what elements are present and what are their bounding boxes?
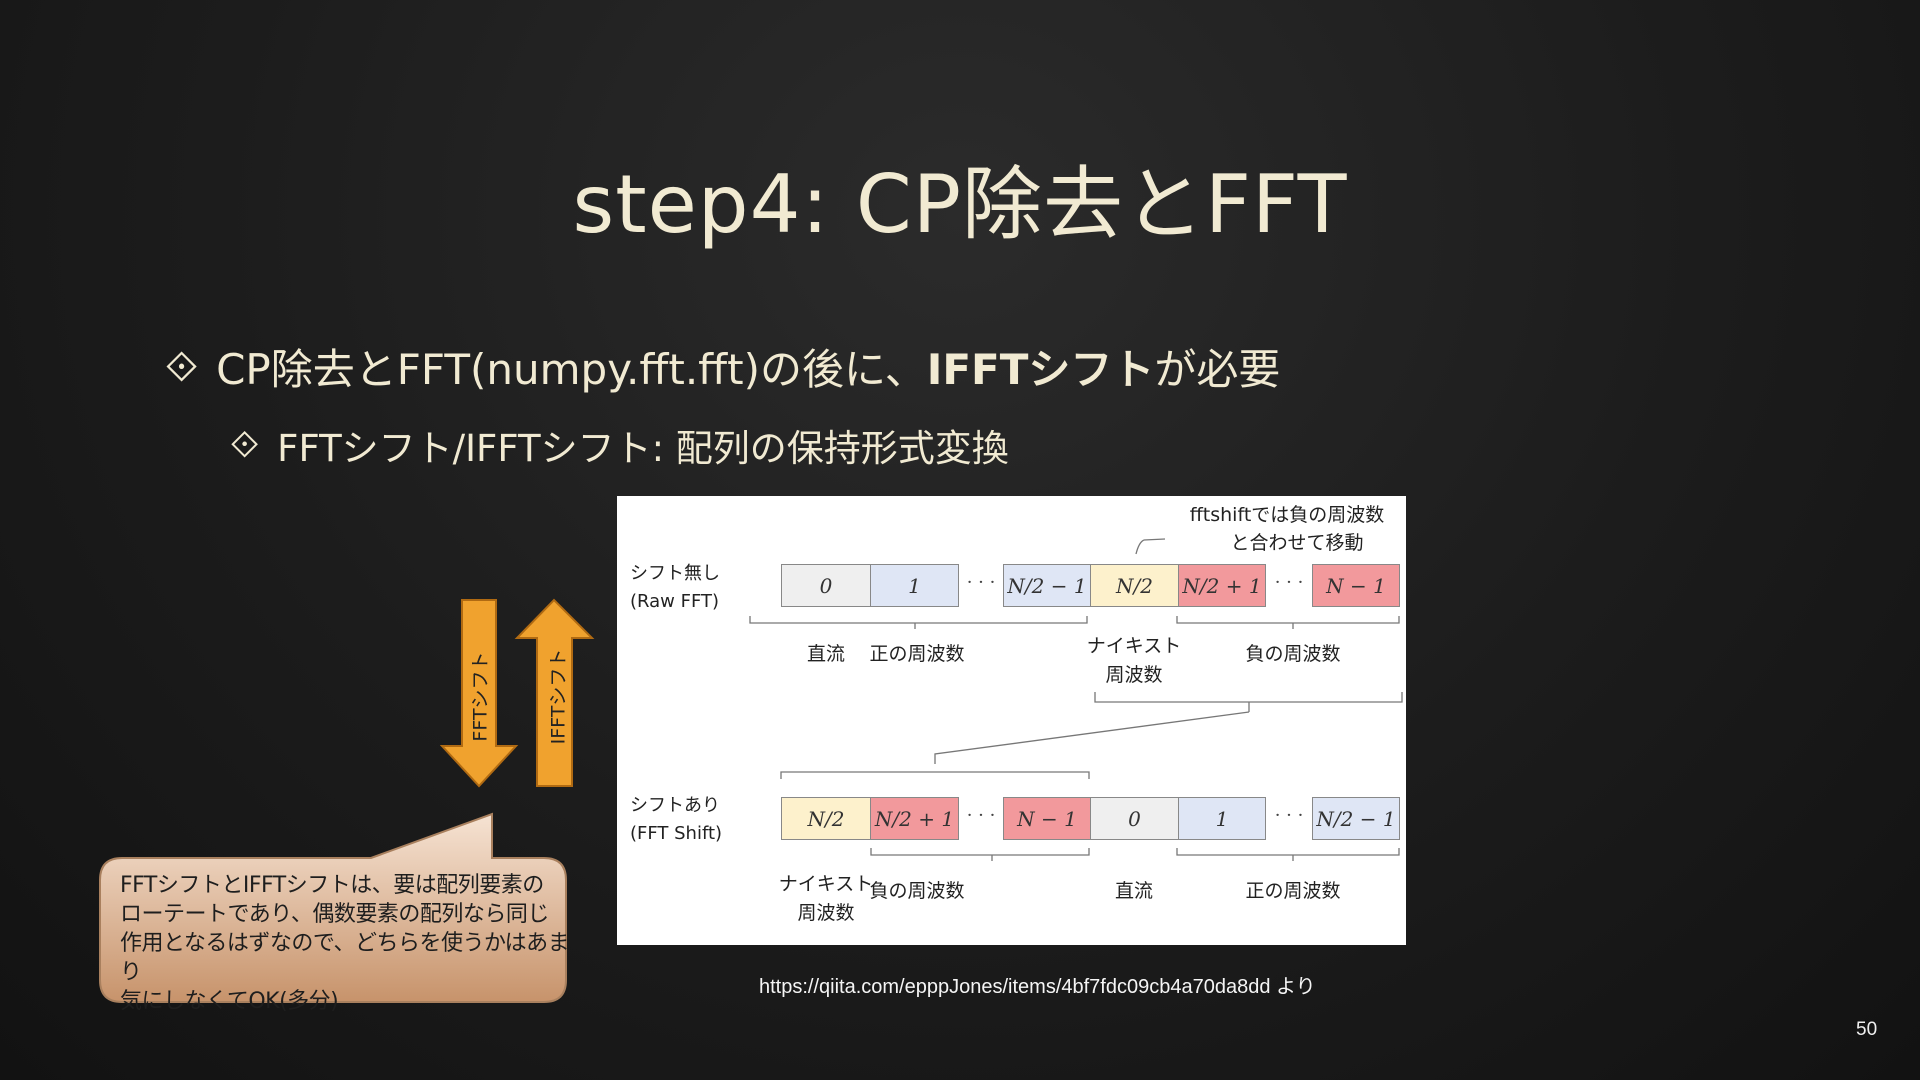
raw-group-dc: 直流 <box>806 643 845 665</box>
bullet-main-prefix: CP除去とFFT(numpy.fft.fft)の後に、 <box>216 345 927 394</box>
shifted-group-negative: 負の周波数 <box>869 880 965 902</box>
callout-line: 気にしなくてOK(多分) <box>120 989 339 1014</box>
raw-group-positive: 正の周波数 <box>869 643 965 665</box>
shifted-group-nyquist: ナイキスト 周波数 <box>776 870 876 928</box>
callout-line: FFTシフトとIFFTシフトは、要は配列要素の <box>120 873 544 898</box>
shifted-row-label-line2: (FFT Shift) <box>630 823 723 844</box>
raw-group-negative: 負の周波数 <box>1245 643 1341 665</box>
ifft-shift-arrow-up-icon <box>514 598 595 787</box>
shifted-group-dc: 直流 <box>1114 880 1153 902</box>
shifted-group-nyquist-line2: 周波数 <box>797 902 855 924</box>
raw-cell-dc: 0 <box>781 564 871 607</box>
shifted-cell-nyquist: N/2 <box>781 797 871 840</box>
raw-ellipsis-negative: · · · <box>1274 572 1304 593</box>
raw-cell-negative-first: N/2 + 1 <box>1178 564 1266 607</box>
raw-group-nyquist: ナイキスト 周波数 <box>1084 632 1184 690</box>
ifft-shift-label: IFFTシフト <box>547 648 570 745</box>
callout-bubble <box>99 812 567 1003</box>
raw-row-label-line2: (Raw FFT) <box>630 591 720 612</box>
shifted-row-label-line1: シフトあり <box>630 795 720 816</box>
slide-title: step4: CP除去とFFT <box>572 158 1348 251</box>
bullet-main-suffix: が必要 <box>1154 345 1281 394</box>
raw-ellipsis-positive: · · · <box>966 572 996 593</box>
callout-line: ローテートであり、偶数要素の配列なら同じ <box>120 902 549 927</box>
raw-cell-nyquist: N/2 <box>1090 564 1179 607</box>
bullet-main: ⟐ CP除去とFFT(numpy.fft.fft)の後に、IFFTシフトが必要 <box>165 336 1280 397</box>
diamond-bullet-icon: ⟐ <box>230 423 260 466</box>
shifted-cell-dc: 0 <box>1090 797 1179 840</box>
shifted-ellipsis-positive: · · · <box>1274 805 1304 826</box>
raw-group-nyquist-line2: 周波数 <box>1105 664 1163 686</box>
shifted-group-positive: 正の周波数 <box>1245 880 1341 902</box>
shifted-cell-positive-last: N/2 − 1 <box>1312 797 1400 840</box>
raw-row-label: シフト無し (Raw FFT) <box>630 560 720 616</box>
fft-shift-arrow-down-icon <box>440 599 519 788</box>
shifted-group-nyquist-line1: ナイキスト <box>778 873 874 895</box>
fftshift-note-line2: と合わせて移動 <box>1230 532 1364 554</box>
raw-cell-negative-last: N − 1 <box>1312 564 1400 607</box>
raw-group-nyquist-line1: ナイキスト <box>1086 635 1182 657</box>
fftshift-note-line1: fftshiftでは負の周波数 <box>1189 504 1385 526</box>
shifted-cell-positive-first: 1 <box>1178 797 1266 840</box>
shift-arrows <box>440 598 595 788</box>
callout-text: FFTシフトとIFFTシフトは、要は配列要素の ローテートであり、偶数要素の配列… <box>120 871 570 1016</box>
raw-row-label-line1: シフト無し <box>630 563 720 584</box>
bullet-sub-text: FFTシフト/IFFTシフト: 配列の保持形式変換 <box>277 427 1009 470</box>
diagram-braces <box>749 538 1403 861</box>
fftshift-diagram: fftshiftでは負の周波数 と合わせて移動 シフト無し (Raw FFT) … <box>617 496 1406 945</box>
shifted-cell-negative-first: N/2 + 1 <box>870 797 959 840</box>
callout-line: 作用となるはずなので、どちらを使うかはあまり <box>120 931 570 985</box>
shifted-row-label: シフトあり (FFT Shift) <box>630 792 722 848</box>
raw-cell-positive-last: N/2 − 1 <box>1003 564 1091 607</box>
fft-shift-label: FFTシフト <box>469 651 492 742</box>
shifted-ellipsis-negative: · · · <box>966 805 996 826</box>
raw-cell-positive-first: 1 <box>870 564 959 607</box>
diamond-bullet-icon: ⟐ <box>165 341 199 391</box>
page-number: 50 <box>1856 1019 1878 1040</box>
shifted-cell-negative-last: N − 1 <box>1003 797 1091 840</box>
bullet-main-strong: IFFTシフト <box>926 345 1155 394</box>
source-link[interactable]: https://qiita.com/epppJones/items/4bf7fd… <box>759 976 1316 998</box>
bullet-sub: ⟐ FFTシフト/IFFTシフト: 配列の保持形式変換 <box>230 418 1009 472</box>
